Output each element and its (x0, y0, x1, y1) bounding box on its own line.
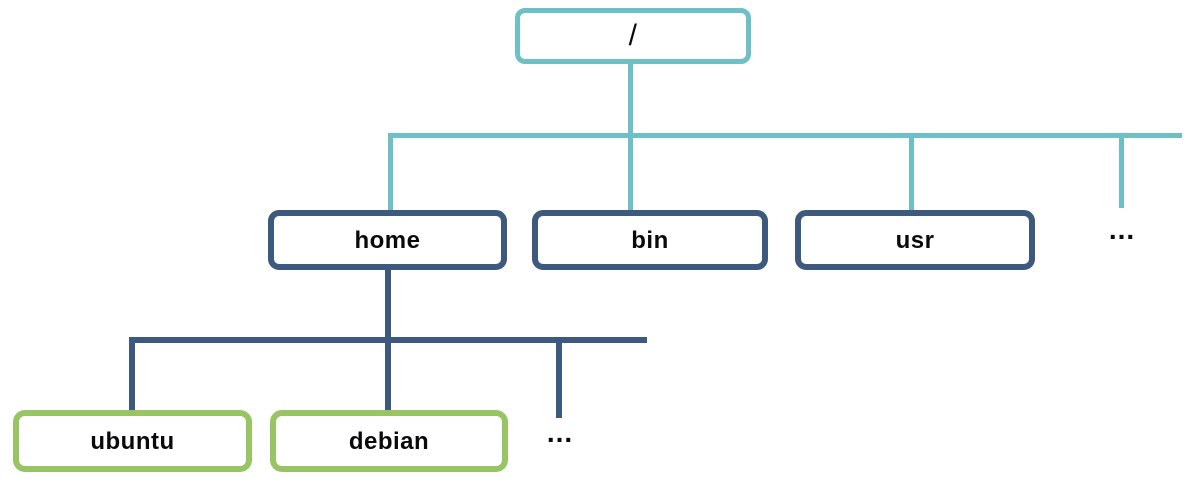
node-root-label: / (628, 19, 638, 52)
node-usr-label: usr (895, 227, 935, 254)
edge-bus-to-debian (385, 343, 391, 411)
edge-bus-to-home (388, 133, 393, 212)
node-ubuntu: ubuntu (13, 410, 252, 472)
edge-root-children-bus (388, 133, 1182, 138)
edge-home-children-bus (129, 337, 647, 343)
edge-bus-to-usr (909, 138, 914, 211)
node-bin-label: bin (631, 227, 669, 254)
node-usr: usr (795, 210, 1035, 270)
edge-home-stem (385, 268, 391, 340)
node-debian-label: debian (348, 428, 430, 455)
node-bin: bin (532, 210, 768, 270)
edge-bus-to-ubuntu (129, 337, 135, 412)
node-home-label: home (354, 227, 421, 254)
edge-bus-to-root-ellipsis (1119, 138, 1124, 208)
node-ubuntu-label: ubuntu (90, 428, 175, 455)
node-root: / (515, 8, 751, 64)
node-home: home (268, 210, 507, 270)
edge-bus-to-home-ellipsis (556, 343, 562, 418)
root-children-ellipsis: ... (1108, 214, 1136, 245)
edge-bus-to-bin (628, 138, 633, 213)
node-debian: debian (270, 410, 508, 472)
edge-root-stem (628, 62, 633, 138)
home-children-ellipsis: ... (546, 417, 574, 448)
